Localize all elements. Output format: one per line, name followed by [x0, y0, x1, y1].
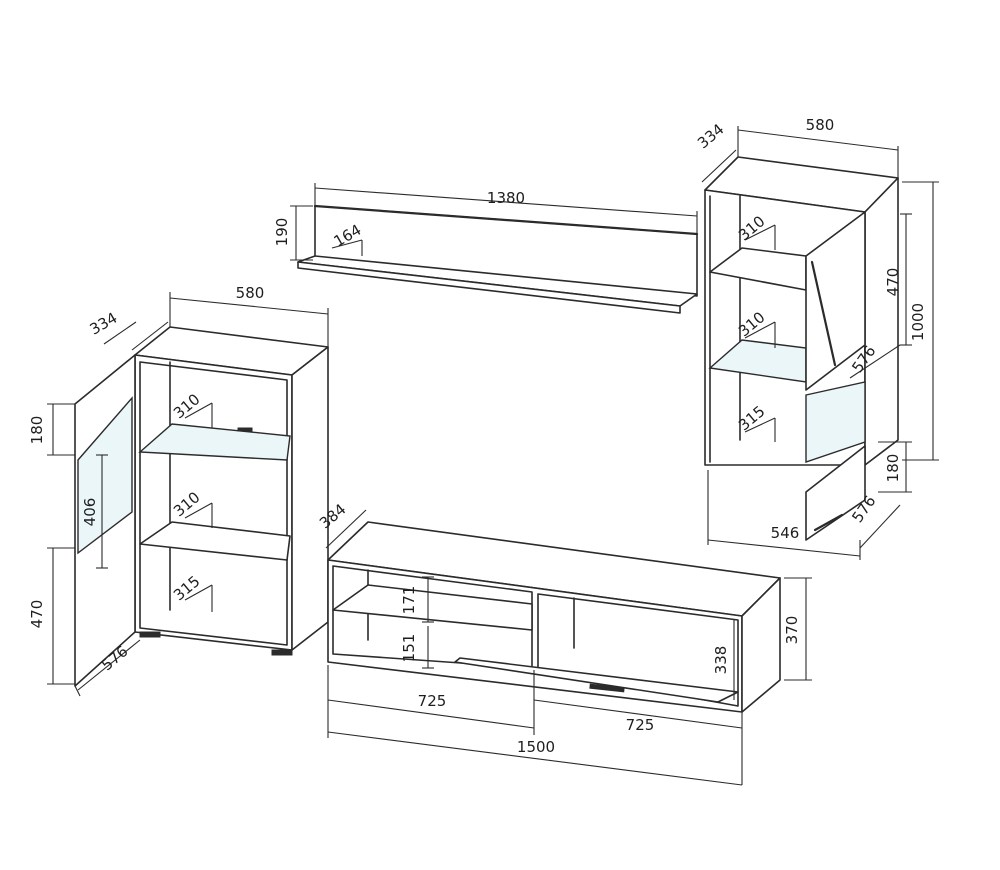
tv-unit: 171 151 338 384 370 725 725 1500 — [316, 500, 812, 786]
right-width-dimline — [737, 129, 899, 151]
left-width-label: 580 — [236, 284, 265, 302]
left-cabinet: 310 310 315 580 334 180 406 470 576 — [28, 284, 329, 697]
shelf-front — [297, 261, 681, 314]
right-door-height-label: 470 — [884, 268, 902, 297]
tv-section-right-label: 725 — [626, 716, 655, 734]
left-cabinet-front — [134, 354, 293, 651]
tv-compartment-top-label: 171 — [400, 586, 418, 615]
shelf-width-label: 1380 — [487, 189, 525, 207]
right-total-height-label: 1000 — [909, 303, 927, 341]
right-cabinet-side — [864, 177, 899, 466]
right-depth-label: 334 — [694, 120, 728, 152]
tv-compartment-bottom-label: 151 — [400, 634, 418, 663]
tv-section-left-label: 725 — [418, 692, 447, 710]
tv-unit-side — [741, 577, 781, 713]
right-lower-door — [805, 445, 866, 541]
shelf-height-label: 190 — [273, 218, 291, 247]
wall-shelf: 1380 190 164 — [273, 183, 699, 314]
tv-unit-flap — [454, 657, 739, 703]
shelf-width-dimline — [314, 187, 698, 217]
right-lower-glass — [805, 381, 866, 463]
right-door-bottom-label: 180 — [884, 454, 902, 483]
left-door-bottom-label: 470 — [28, 600, 46, 629]
left-glass-height-label: 406 — [81, 498, 99, 527]
right-base-width-label: 546 — [771, 524, 800, 542]
right-cabinet: 310 310 315 580 334 1000 470 576 180 576… — [694, 116, 939, 560]
left-door-top-label: 180 — [28, 416, 46, 445]
right-upper-door — [805, 211, 866, 391]
left-glass-shelf — [138, 423, 291, 461]
left-width-dimline — [169, 297, 329, 315]
tv-flap-height-label: 338 — [712, 646, 730, 675]
tv-total-height-label: 370 — [783, 616, 801, 645]
left-cabinet-side — [291, 346, 329, 651]
tv-total-width-label: 1500 — [517, 738, 555, 756]
left-depth-label: 334 — [87, 309, 121, 339]
tv-total-width-dimline — [327, 731, 743, 786]
right-width-label: 580 — [806, 116, 835, 134]
left-door-glass — [77, 396, 133, 555]
